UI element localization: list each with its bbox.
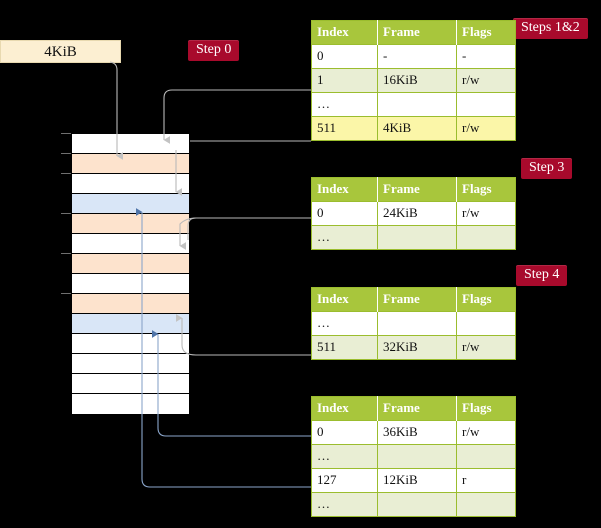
memory-frame-row bbox=[72, 214, 189, 234]
cell-index: … bbox=[311, 92, 378, 117]
cell-flags bbox=[456, 311, 516, 336]
frame-boundary-tick bbox=[61, 153, 71, 154]
cell-index: 0 bbox=[311, 201, 378, 226]
column-header-index: Index bbox=[311, 177, 378, 202]
cell-frame bbox=[377, 444, 457, 469]
memory-frame-row bbox=[72, 174, 189, 194]
table-row: … bbox=[311, 225, 516, 250]
cell-frame bbox=[377, 311, 457, 336]
column-header-index: Index bbox=[311, 20, 378, 45]
badge-step-4: Step 4 bbox=[516, 265, 568, 286]
cell-frame bbox=[377, 492, 457, 517]
column-header-flags: Flags bbox=[456, 177, 516, 202]
cell-flags: r bbox=[456, 468, 516, 493]
memory-frame-row bbox=[72, 294, 189, 314]
memory-frame-row bbox=[72, 334, 189, 354]
table-row: … bbox=[311, 444, 516, 469]
memory-frame-row bbox=[72, 314, 189, 334]
column-header-frame: Frame bbox=[377, 396, 457, 421]
cell-flags bbox=[456, 492, 516, 517]
cell-flags bbox=[456, 225, 516, 250]
column-header-flags: Flags bbox=[456, 287, 516, 312]
memory-frame-row bbox=[72, 234, 189, 254]
cell-frame: 4KiB bbox=[377, 116, 457, 141]
table-row: … bbox=[311, 311, 516, 336]
column-header-flags: Flags bbox=[456, 20, 516, 45]
memory-frame-row bbox=[72, 194, 189, 214]
column-header-frame: Frame bbox=[377, 287, 457, 312]
conn-table3-to-memory bbox=[176, 314, 311, 356]
table-row: … bbox=[311, 492, 516, 517]
memory-frame-row bbox=[72, 374, 189, 394]
cell-index: 1 bbox=[311, 68, 378, 93]
cell-frame: - bbox=[377, 44, 457, 69]
cell-index: … bbox=[311, 492, 378, 517]
memory-frame-row bbox=[72, 254, 189, 274]
cell-flags: - bbox=[456, 44, 516, 69]
cell-frame: 16KiB bbox=[377, 68, 457, 93]
table-row: 0-- bbox=[311, 44, 516, 69]
frame-boundary-tick bbox=[61, 213, 71, 214]
column-header-flags: Flags bbox=[456, 396, 516, 421]
cell-index: 511 bbox=[311, 116, 378, 141]
cell-frame bbox=[377, 92, 457, 117]
cell-index: 511 bbox=[311, 335, 378, 360]
badge-step-0: Step 0 bbox=[188, 40, 240, 61]
request-size-box: 4KiB bbox=[0, 40, 121, 63]
column-header-index: Index bbox=[311, 287, 378, 312]
cell-frame: 12KiB bbox=[377, 468, 457, 493]
frame-boundary-tick bbox=[61, 133, 71, 134]
cell-flags bbox=[456, 92, 516, 117]
cell-frame bbox=[377, 225, 457, 250]
cell-index: 127 bbox=[311, 468, 378, 493]
memory-frame-row bbox=[72, 154, 189, 174]
frame-boundary-tick bbox=[61, 173, 71, 174]
cell-index: 0 bbox=[311, 420, 378, 445]
frame-boundary-tick bbox=[61, 253, 71, 254]
memory-frame-row bbox=[72, 274, 189, 294]
memory-frame-row bbox=[72, 394, 189, 414]
cell-frame: 32KiB bbox=[377, 335, 457, 360]
cell-frame: 36KiB bbox=[377, 420, 457, 445]
cell-flags: r/w bbox=[456, 201, 516, 226]
cell-flags: r/w bbox=[456, 68, 516, 93]
cell-frame: 24KiB bbox=[377, 201, 457, 226]
column-header-frame: Frame bbox=[377, 20, 457, 45]
column-header-index: Index bbox=[311, 396, 378, 421]
cell-index: … bbox=[311, 311, 378, 336]
cell-index: … bbox=[311, 444, 378, 469]
cell-flags: r/w bbox=[456, 116, 516, 141]
column-header-frame: Frame bbox=[377, 177, 457, 202]
conn-table2-line bbox=[187, 217, 311, 240]
cell-index: … bbox=[311, 225, 378, 250]
cell-index: 0 bbox=[311, 44, 378, 69]
memory-frame-row bbox=[72, 134, 189, 154]
table-row: … bbox=[311, 92, 516, 117]
memory-frame-row bbox=[72, 354, 189, 374]
badge-step-3: Step 3 bbox=[521, 158, 573, 179]
cell-flags bbox=[456, 444, 516, 469]
frame-boundary-tick bbox=[61, 293, 71, 294]
physical-memory-column bbox=[71, 133, 190, 414]
cell-flags: r/w bbox=[456, 335, 516, 360]
cell-flags: r/w bbox=[456, 420, 516, 445]
badge-steps-1-2: Steps 1&2 bbox=[513, 18, 588, 39]
